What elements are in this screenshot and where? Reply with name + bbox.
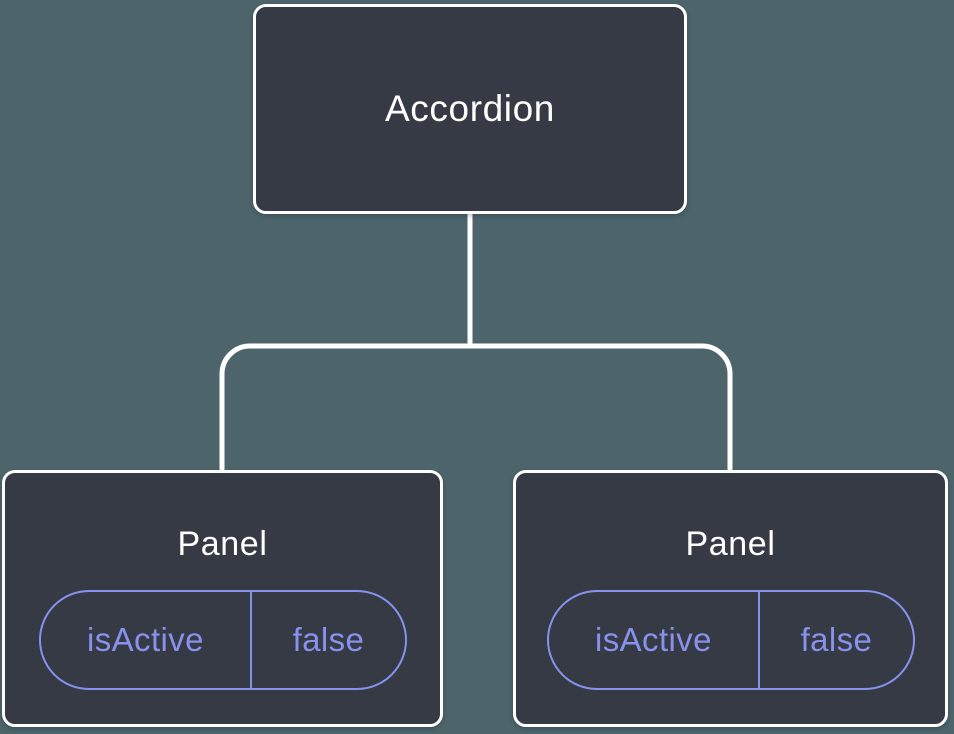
panel-node-left: Panel isActive false [2,470,443,727]
panel-left-state-pill: isActive false [38,589,407,690]
panel-right-label: Panel [685,524,776,563]
panel-left-label: Panel [177,524,268,563]
panel-left-state-value: false [292,620,365,658]
accordion-node-label: Accordion [385,88,555,129]
connector-branch-bracket [219,343,733,470]
panel-right-state-value: false [800,620,873,658]
panel-node-right: Panel isActive false [513,470,948,727]
accordion-node: Accordion [253,4,687,214]
panel-right-state-pill: isActive false [546,589,915,690]
panel-right-state-name: isActive [549,591,761,688]
panel-left-state-name: isActive [41,591,253,688]
